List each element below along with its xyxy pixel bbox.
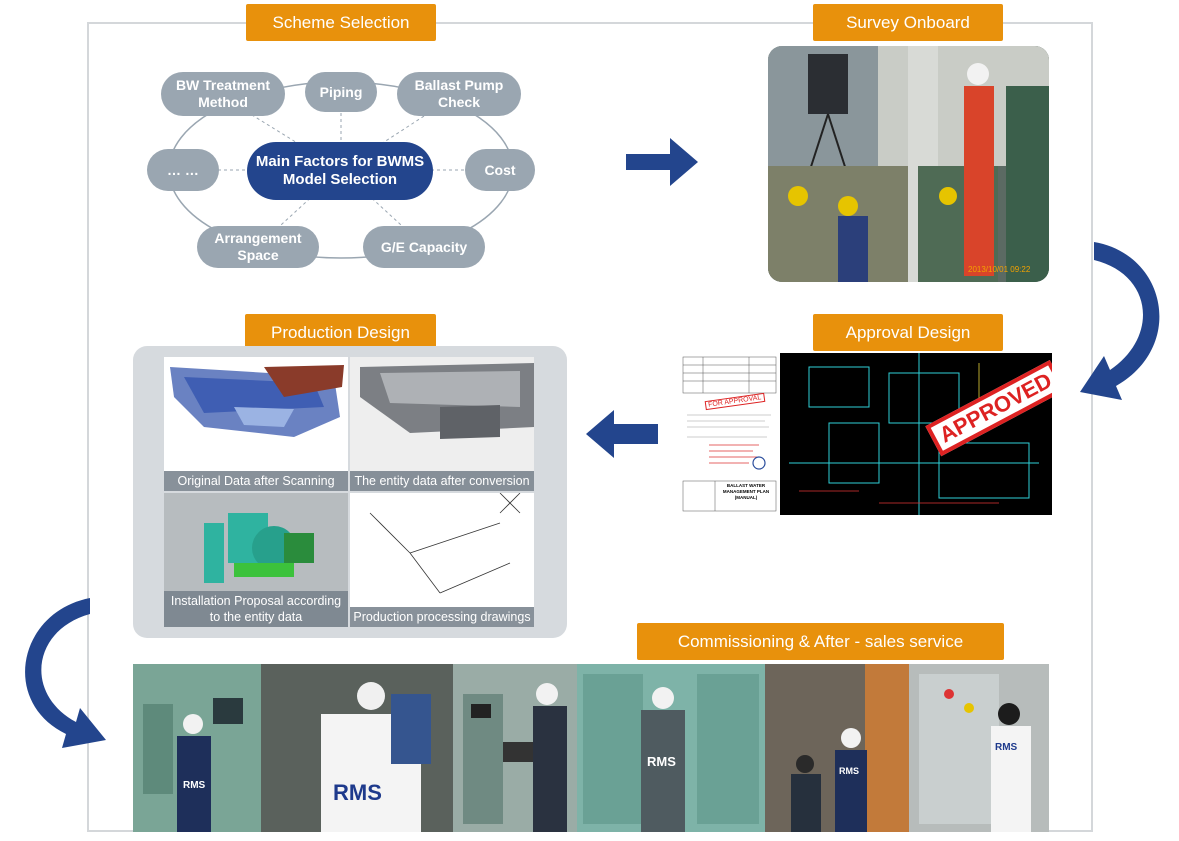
commissioning-photo-4: RMS bbox=[577, 664, 765, 832]
stage-label-commissioning: Commissioning & After - sales service bbox=[637, 623, 1004, 660]
tile-original-scan: Original Data after Scanning bbox=[164, 357, 348, 491]
rms-logo-5: RMS bbox=[839, 766, 859, 776]
factor-ge-capacity: G/E Capacity bbox=[363, 226, 485, 268]
tile-installation-proposal-caption: Installation Proposal according to the e… bbox=[164, 591, 348, 627]
stage-label-production: Production Design bbox=[245, 314, 436, 351]
survey-photo: 2013/10/01 09:22 bbox=[768, 46, 1049, 282]
tile-production-drawings-caption: Production processing drawings bbox=[350, 607, 534, 627]
commissioning-photo-1: RMS bbox=[133, 664, 261, 832]
tile-installation-proposal: Installation Proposal according to the e… bbox=[164, 493, 348, 627]
document-title: BALLAST WATER MANAGEMENT PLAN (MANUAL) bbox=[722, 483, 770, 500]
factor-center: Main Factors for BWMS Model Selection bbox=[247, 142, 433, 200]
arrow-right-icon bbox=[626, 138, 698, 186]
factor-piping: Piping bbox=[305, 72, 377, 112]
tile-entity-data-caption: The entity data after conversion bbox=[350, 471, 534, 491]
approval-document: FOR APPROVAL APPROVED BALLAST WATER MANA… bbox=[679, 353, 1052, 515]
svg-text:2013/10/01 09:22: 2013/10/01 09:22 bbox=[968, 265, 1031, 274]
factor-bw-treatment: BW Treatment Method bbox=[161, 72, 285, 116]
arrow-left-icon bbox=[586, 410, 658, 458]
factor-ballast-pump: Ballast Pump Check bbox=[397, 72, 521, 116]
tile-entity-data: The entity data after conversion bbox=[350, 357, 534, 491]
rms-logo-6: RMS bbox=[995, 742, 1018, 753]
commissioning-photo-2: RMS bbox=[261, 664, 453, 832]
curved-arrow-down-icon bbox=[1080, 242, 1160, 400]
rms-logo-1: RMS bbox=[183, 780, 206, 791]
commissioning-photo-5: RMS bbox=[765, 664, 909, 832]
tile-production-drawings: Production processing drawings bbox=[350, 493, 534, 627]
factor-arrangement: Arrangement Space bbox=[197, 226, 319, 268]
commissioning-photo-6: RMS bbox=[909, 664, 1049, 832]
commissioning-photo-3 bbox=[453, 664, 577, 832]
factor-more: … … bbox=[147, 149, 219, 191]
stage-label-approval: Approval Design bbox=[813, 314, 1003, 351]
tile-original-scan-caption: Original Data after Scanning bbox=[164, 471, 348, 491]
factor-cost: Cost bbox=[465, 149, 535, 191]
rms-logo-2: RMS bbox=[333, 780, 382, 805]
stage-label-scheme: Scheme Selection bbox=[246, 4, 436, 41]
stage-label-survey: Survey Onboard bbox=[813, 4, 1003, 41]
rms-logo-4: RMS bbox=[647, 754, 676, 769]
commissioning-photo-strip: RMS RMS RMS bbox=[133, 664, 1049, 832]
curved-arrow-left-icon bbox=[25, 598, 106, 748]
